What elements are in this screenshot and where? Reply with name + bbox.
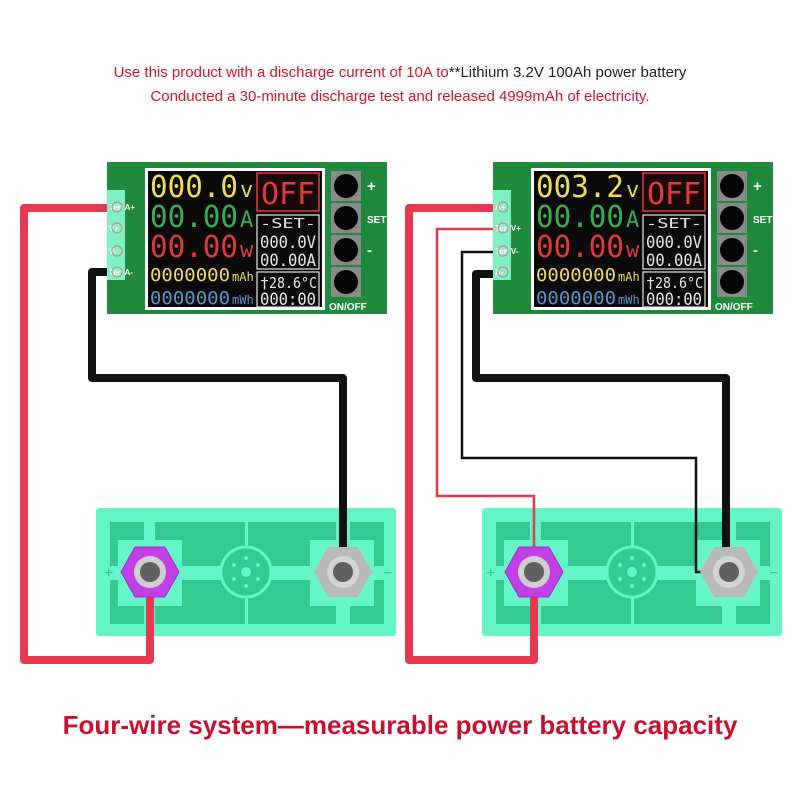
button-label: SET [753,215,772,226]
capacity-unit: mAh [618,270,640,284]
red-wire [20,204,154,664]
button-label: - [753,242,758,259]
button-onoff[interactable]: ON/OFF [329,267,367,313]
screw-icon [497,222,509,234]
negative-sign: − [383,565,392,582]
timer-readout: 000:00 [646,290,702,310]
current-readout: 00.00 [150,200,238,235]
current-unit: A [626,208,639,233]
set-voltage: 000.0V [260,233,316,253]
red-sense-wire [435,227,536,560]
timer-readout: 000:00 [260,290,316,310]
set-box [256,214,320,270]
positive-terminal [504,546,564,598]
current-unit: A [240,208,253,233]
terminal-block [107,190,125,280]
vent-icon [605,545,659,599]
positive-sign: + [104,565,113,582]
screw-icon [497,266,509,278]
button-label: ON/OFF [715,302,753,313]
button-onoff[interactable]: ON/OFF [715,267,753,313]
terminal-label: Ten A- [109,268,133,277]
button-minus[interactable]: - [717,235,758,265]
button-plus[interactable]: + [331,171,376,201]
header-line-1-battery: **Lithium 3.2V 100Ah power battery [448,64,687,81]
terminal-block [493,190,511,280]
voltage-readout: 000.0 [150,170,238,205]
screw-icon [111,245,123,257]
capacity-unit: mAh [232,270,254,284]
button-label: ON/OFF [329,302,367,313]
thermometer-icon: † [260,274,269,292]
temp-time-box [642,271,706,308]
temperature-readout: 28.6°C [269,274,317,292]
button-minus[interactable]: - [331,235,372,265]
terminal-label: A+ [495,203,506,212]
set-label: -SET- [260,217,316,232]
power-unit: w [626,238,640,263]
left-setup: + − [20,204,396,664]
energy-unit: mWh [618,293,640,307]
black-wire [88,268,347,560]
set-current: 00.00A [260,251,316,271]
voltage-unit: v [240,178,253,203]
voltage-readout: 003.2 [536,170,624,205]
button-label: + [753,178,762,195]
terminal-label: V- [109,247,117,256]
button-set[interactable]: SET [331,203,386,233]
terminal-label: A- [495,268,504,277]
footer-caption: Four-wire system—measurable power batter… [62,710,738,740]
negative-terminal [700,547,758,597]
energy-readout: 0000000 [150,288,230,309]
button-label: + [367,178,376,195]
energy-readout: 0000000 [536,288,616,309]
vent-icon [219,545,273,599]
button-label: SET [367,215,386,226]
energy-unit: mWh [232,293,254,307]
status-readout: OFF [647,177,701,212]
positive-terminal [120,546,180,598]
temp-time-box [256,271,320,308]
voltage-unit: v [626,178,639,203]
power-readout: 00.00 [536,230,624,265]
red-current-wire [405,204,538,664]
status-box [642,172,706,212]
header-line-1: Use this product with a discharge curren… [0,64,800,81]
right-setup: + − [405,204,782,664]
header-line-1-red: Use this product with a discharge curren… [113,64,449,81]
capacity-readout: 0000000 [536,265,616,286]
button-plus[interactable]: + [717,171,762,201]
set-voltage: 000.0V [646,233,702,253]
screw-icon [111,266,123,278]
temperature-readout: 28.6°C [655,274,703,292]
terminal-label: V+ [109,224,119,233]
terminal-label: Ten V- [495,247,519,256]
screw-icon [111,222,123,234]
screw-icon [111,201,123,213]
power-unit: w [240,238,254,263]
button-set[interactable]: SET [717,203,772,233]
thermometer-icon: † [646,274,655,292]
header-line-2: Conducted a 30-minute discharge test and… [150,88,650,105]
screw-icon [497,245,509,257]
status-readout: OFF [261,177,315,212]
current-readout: 00.00 [536,200,624,235]
screw-icon [497,201,509,213]
positive-sign: + [486,565,495,582]
status-box [256,172,320,212]
negative-sign: − [769,565,778,582]
power-readout: 00.00 [150,230,238,265]
battery-left: + − [96,508,396,636]
button-label: - [367,242,372,259]
negative-terminal [314,547,372,597]
black-current-wire [472,270,730,560]
capacity-readout: 0000000 [150,265,230,286]
set-label: -SET- [646,217,702,232]
set-box [642,214,706,270]
set-current: 00.00A [646,251,702,271]
